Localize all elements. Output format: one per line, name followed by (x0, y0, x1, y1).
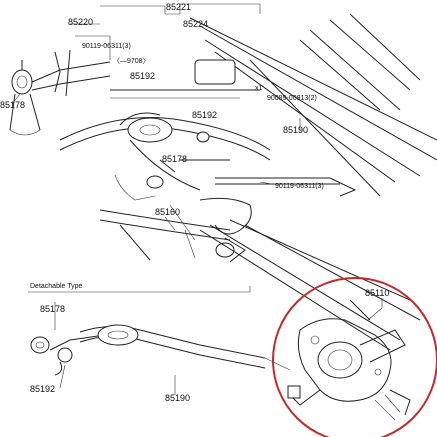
top-label-frame (70, 3, 261, 60)
label-85178-mid: 85178 (162, 154, 187, 164)
leader-lines (11, 93, 383, 395)
label-85160: 85160 (155, 207, 180, 217)
label-bracket-note: 〈—9708〉 (113, 57, 150, 65)
label-detachable: Detachable Type (30, 283, 83, 290)
label-85178-left: 85178 (0, 100, 25, 110)
label-90099: 90099-00913(2) (267, 95, 317, 102)
label-85190: 85190 (283, 125, 308, 135)
label-85192-mid: 85192 (192, 110, 217, 120)
upper-linkage (189, 13, 437, 197)
label-90119-top: 90119-06311(3) (82, 43, 131, 50)
label-85224: 85224 (183, 19, 208, 29)
label-85192-low: 85192 (30, 384, 55, 394)
label-85220: 85220 (68, 17, 93, 27)
highlight-circle (272, 277, 437, 437)
label-85190-low: 85190 (165, 393, 190, 403)
lower-rods (199, 219, 421, 351)
wiper-motor-icon (287, 299, 411, 421)
label-top-partial: 85221 (166, 2, 191, 12)
left-pivot-assembly (9, 49, 111, 136)
lower-pivot (99, 197, 252, 263)
detachable-frame (28, 286, 251, 330)
label-85178-low: 85178 (40, 304, 65, 314)
detachable-linkage (30, 324, 291, 376)
part-labels: 85221 85220 85224 90119-06311(3) 85178 〈… (0, 2, 389, 403)
label-85110: 85110 (365, 288, 389, 298)
label-90119-right: 90119-06311(3) (275, 183, 324, 190)
central-linkage (59, 59, 357, 201)
label-85192-box: 85192 (130, 71, 155, 81)
label-x1: x1 (255, 85, 263, 92)
